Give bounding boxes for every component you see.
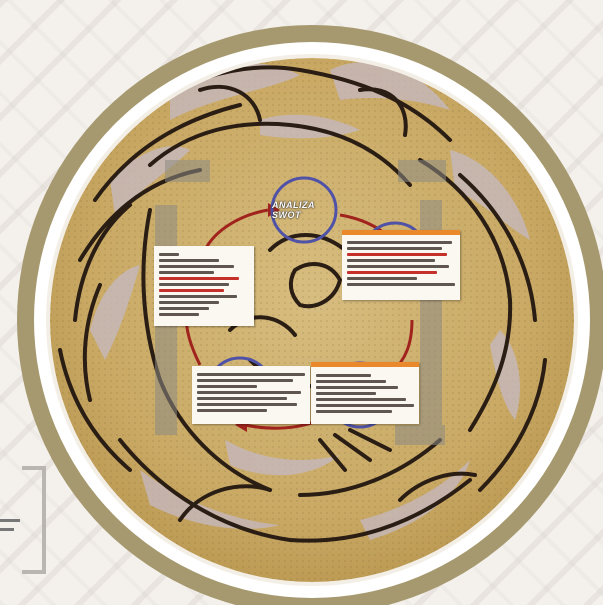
card-line	[316, 386, 398, 389]
card-line	[347, 241, 452, 244]
card-line	[159, 307, 209, 310]
card-line	[159, 295, 237, 298]
swot-card-bottom-right	[311, 362, 419, 424]
card-line	[316, 380, 386, 383]
card-line	[347, 265, 449, 268]
card-line	[197, 373, 305, 376]
card-line	[347, 253, 447, 256]
card-header-bar	[311, 362, 419, 367]
card-line	[197, 385, 257, 388]
card-line	[197, 409, 267, 412]
card-line	[159, 271, 214, 274]
card-line	[159, 253, 179, 256]
card-line	[159, 259, 219, 262]
card-line	[347, 247, 442, 250]
card-line	[197, 391, 301, 394]
swot-card-right	[342, 230, 460, 300]
slide-title: ANALIZA SWOT	[272, 200, 342, 220]
card-line	[316, 374, 371, 377]
card-line	[347, 259, 435, 262]
card-line	[316, 392, 376, 395]
card-line	[159, 277, 239, 280]
card-line	[159, 289, 224, 292]
card-line	[197, 397, 287, 400]
card-line	[316, 404, 414, 407]
card-line	[316, 410, 392, 413]
card-line	[159, 301, 219, 304]
swot-card-left	[154, 246, 254, 326]
card-header-bar	[342, 230, 460, 235]
card-line	[159, 265, 234, 268]
card-line	[159, 313, 199, 316]
card-line	[347, 283, 455, 286]
card-line	[316, 398, 406, 401]
swot-card-bottom-left	[192, 366, 310, 424]
card-line	[347, 271, 437, 274]
card-line	[197, 379, 293, 382]
card-line	[159, 283, 229, 286]
card-line	[347, 277, 417, 280]
card-line	[197, 403, 297, 406]
